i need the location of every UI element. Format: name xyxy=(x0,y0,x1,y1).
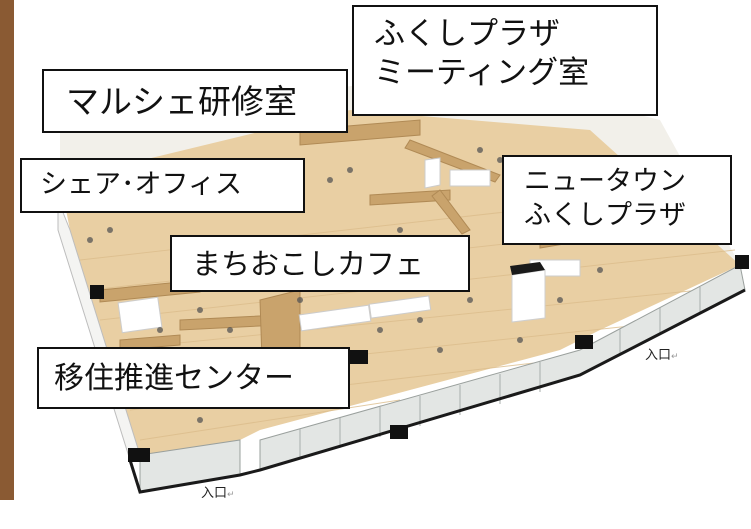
marche-room-text: マルシェ研修室 xyxy=(66,82,297,121)
machiokoshi-cafe-label: まちおこしカフェ xyxy=(170,235,470,292)
plaza-meeting-line1: ふくしプラザ xyxy=(374,16,560,52)
column-caps xyxy=(90,255,749,462)
pillar-top xyxy=(510,262,545,275)
iju-center-text: 移住推進センター xyxy=(54,361,294,396)
share-office-label: シェア･オフィス xyxy=(20,158,305,213)
upper-column xyxy=(424,157,441,189)
marche-room-label: マルシェ研修室 xyxy=(42,69,348,133)
cafe-text: まちおこしカフェ xyxy=(192,247,425,281)
entrance-right-text: 入口 xyxy=(645,348,672,363)
share-office-text: シェア･オフィス xyxy=(40,169,242,200)
return-mark-icon: ↵ xyxy=(227,490,235,500)
return-mark-icon: ↵ xyxy=(671,352,679,362)
entrance-right-label: 入口↵ xyxy=(645,344,679,363)
iju-center-label: 移住推進センター xyxy=(37,347,350,409)
outer-outline xyxy=(128,288,746,494)
pillar xyxy=(511,269,546,323)
newtown-line2: ふくしプラザ xyxy=(524,199,686,231)
entrance-left-text: 入口 xyxy=(201,486,228,501)
plaza-meeting-room-label: ふくしプラザ ミーティング室 xyxy=(352,5,658,116)
newtown-plaza-label: ニュータウン ふくしプラザ xyxy=(502,155,732,245)
entrance-left-label: 入口↵ xyxy=(201,482,235,501)
newtown-line1: ニュータウン xyxy=(524,166,686,197)
plaza-meeting-line2: ミーティング室 xyxy=(374,54,590,91)
left-edge-strip xyxy=(0,0,14,500)
